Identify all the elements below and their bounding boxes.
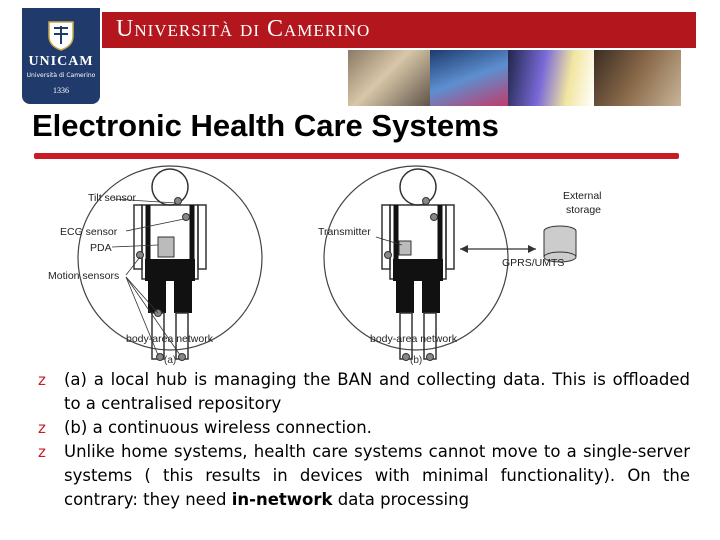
label-storage: storage [566, 204, 601, 216]
crest-icon [48, 21, 74, 51]
label-pda: PDA [90, 242, 112, 254]
bullet-list: z (a) a local hub is managing the BAN an… [38, 368, 690, 512]
banner-title: Università di Camerino [116, 16, 371, 42]
bullet-text-strong: in-network [231, 490, 333, 509]
bullet-item: z (a) a local hub is managing the BAN an… [38, 368, 690, 416]
ban-figure: Tilt sensor ECG sensor PDA Motion sensor… [40, 163, 620, 368]
light-photo [508, 50, 594, 106]
university-logo: UNICAM Università di Camerino 1336 [22, 8, 100, 104]
logo-subtitle: Università di Camerino [26, 72, 96, 79]
bullet-text: (a) a local hub is managing the BAN and … [64, 370, 690, 413]
label-transmitter: Transmitter [318, 226, 371, 238]
caption-a: (a) [164, 355, 176, 366]
bullet-item: z Unlike home systems, health care syste… [38, 440, 690, 512]
bullet-marker: z [38, 371, 46, 389]
slide-title: Electronic Health Care Systems [32, 108, 499, 143]
bullet-marker: z [38, 443, 46, 461]
label-motion-sensors: Motion sensors [48, 270, 119, 282]
label-gprs-umts: GPRS/UMTS [502, 257, 564, 269]
caption-b: (b) [410, 355, 422, 366]
label-ban-b: body-area network [370, 333, 458, 345]
bullet-text-after: data processing [332, 490, 470, 509]
photo-strip [348, 50, 681, 106]
diagram-a: Tilt sensor ECG sensor PDA Motion sensor… [48, 165, 263, 366]
label-ecg-sensor: ECG sensor [60, 226, 118, 238]
bullet-marker: z [38, 419, 46, 437]
logo-name: UNICAM [28, 54, 94, 69]
bullet-text-before: Unlike home systems, health care systems… [64, 442, 690, 509]
bullet-text: (b) a continuous wireless connection. [64, 418, 372, 437]
label-ban-a: body-area network [126, 333, 214, 345]
diagram-b: Transmitter External storage GPRS/UMTS b… [318, 165, 602, 366]
label-external: External [563, 190, 602, 202]
logo-year: 1336 [53, 86, 69, 95]
bullet-item: z (b) a continuous wireless connection. [38, 416, 690, 440]
lab-photo [430, 50, 508, 106]
label-tilt-sensor: Tilt sensor [88, 192, 137, 204]
students-photo [348, 50, 430, 106]
laptop-photo [594, 50, 681, 106]
title-divider [34, 153, 679, 159]
university-banner: Università di Camerino [102, 12, 696, 48]
